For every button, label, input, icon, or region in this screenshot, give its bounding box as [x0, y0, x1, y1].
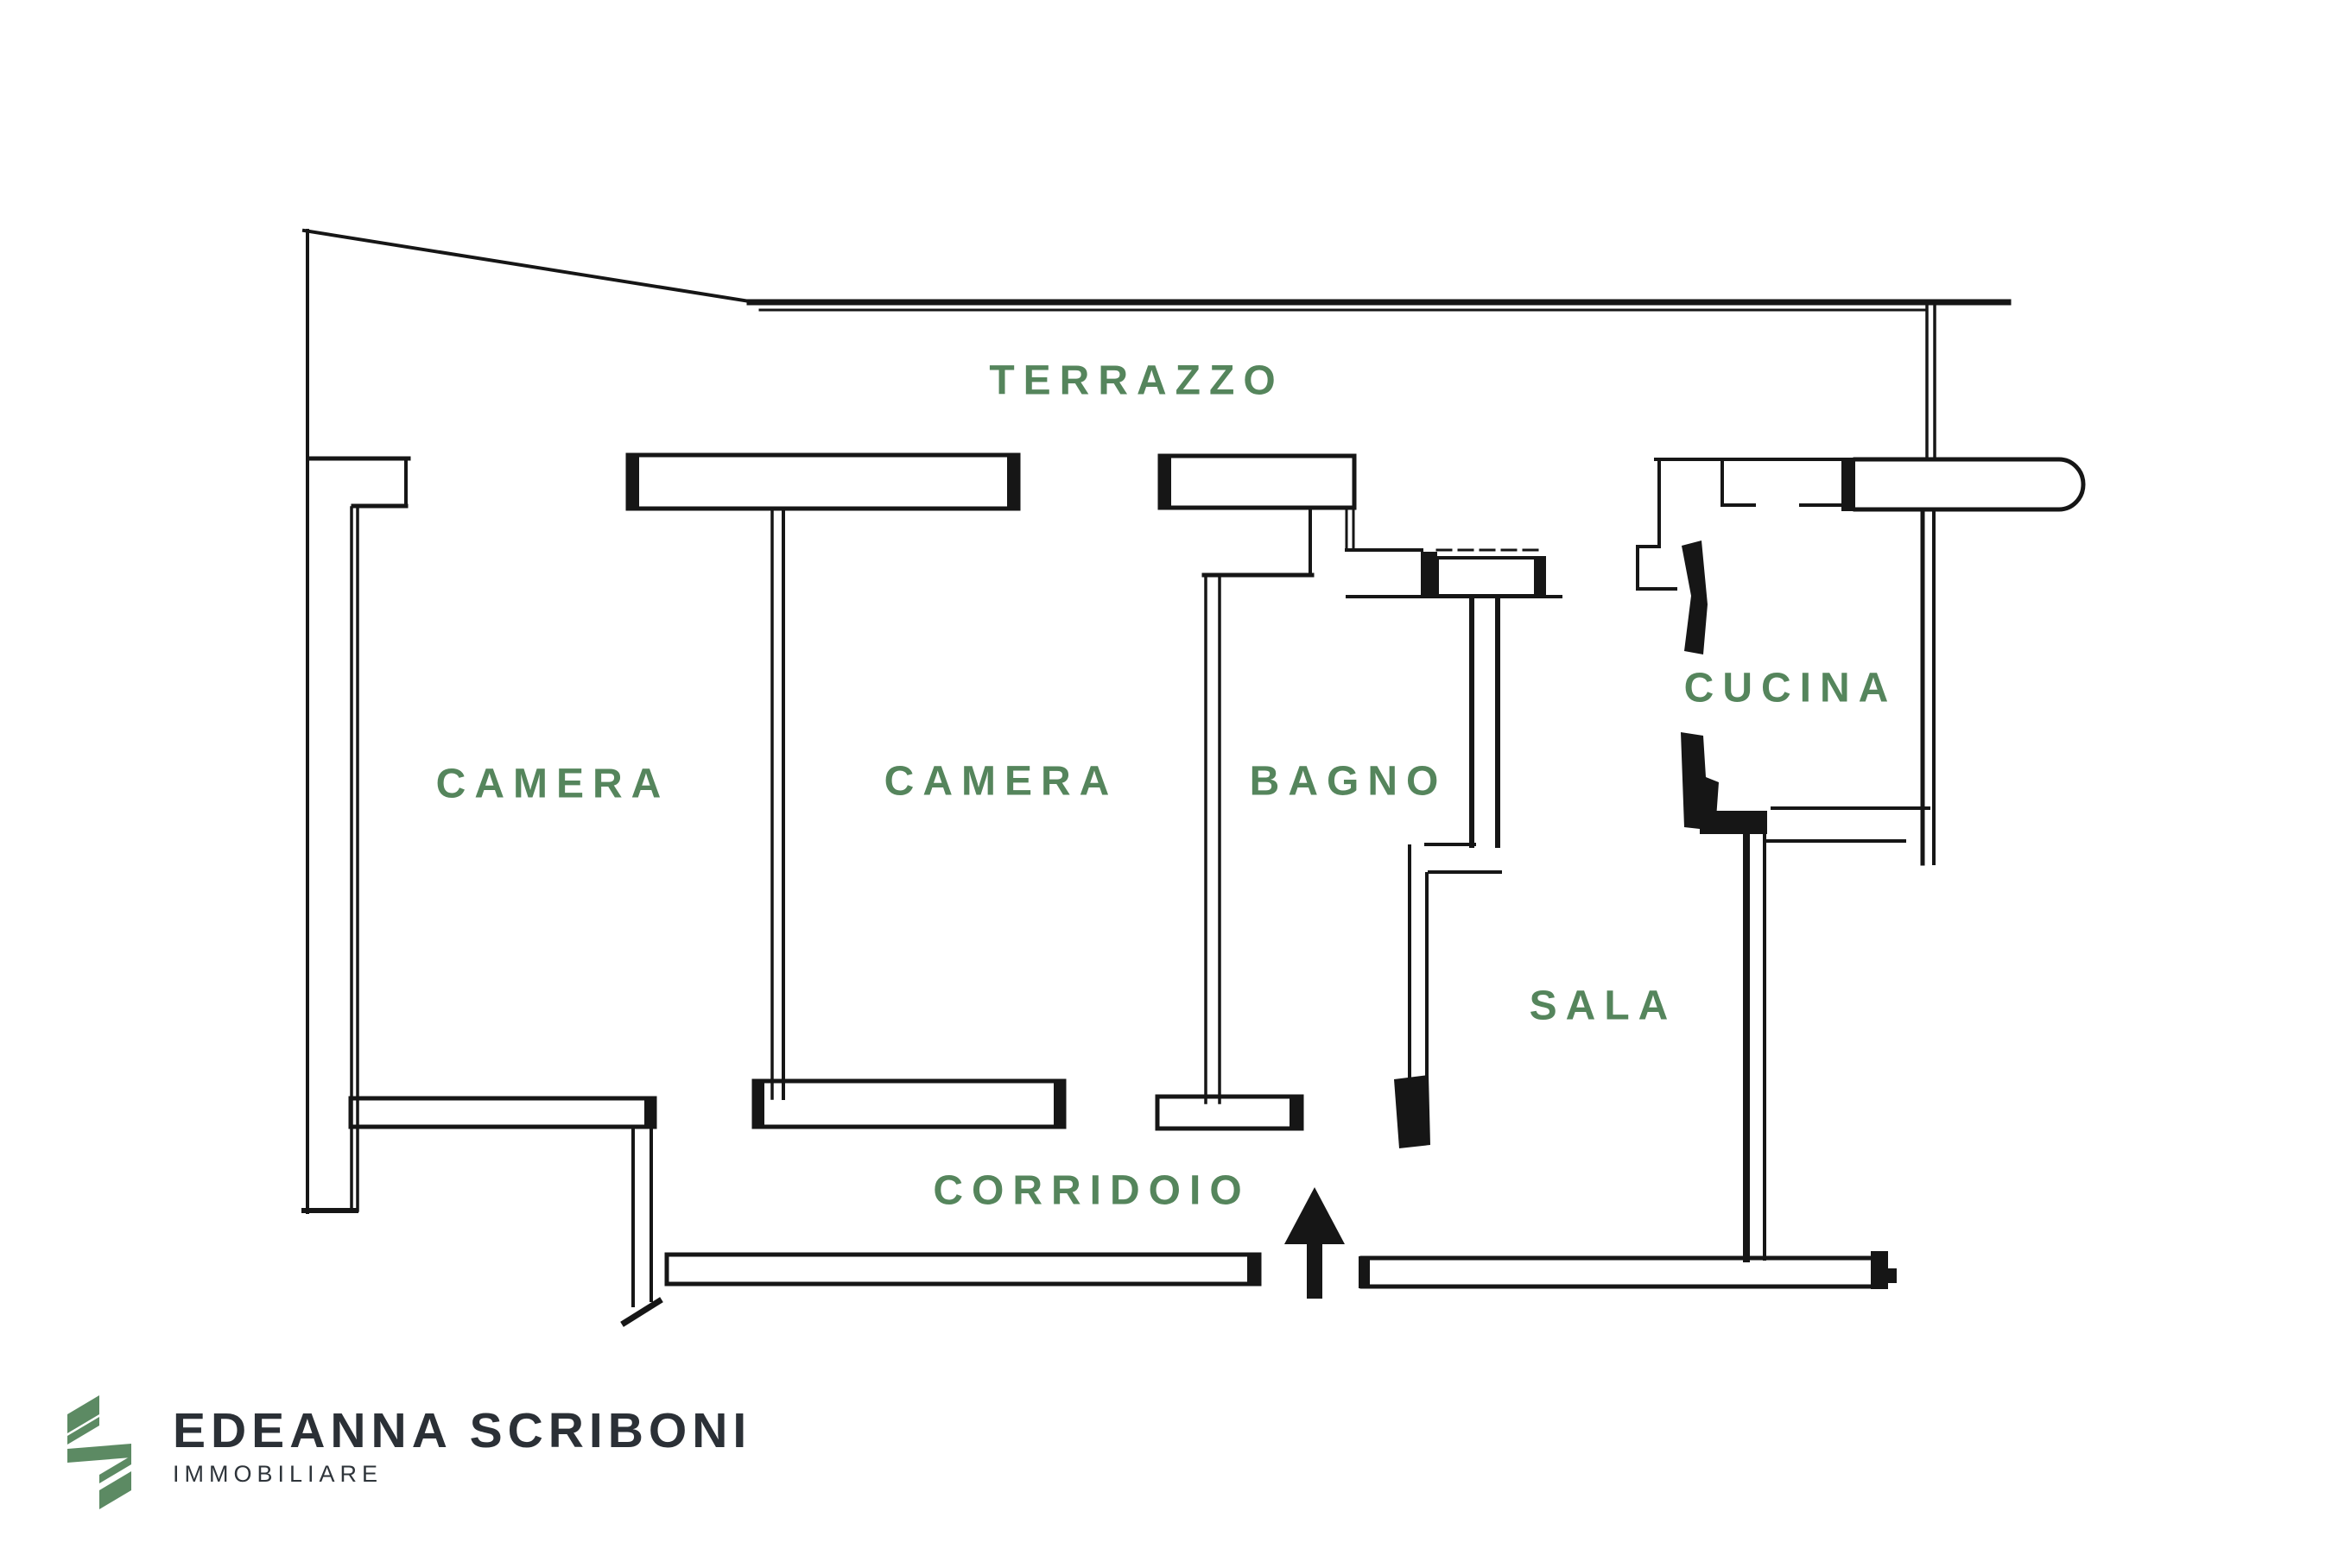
room-label-terrazzo: TERRAZZO [989, 358, 1283, 404]
wall-camera-divider-top-bar [625, 452, 1021, 511]
wall-corridor-bottom-bar [664, 1252, 1262, 1287]
wall-outer-diagonal [301, 228, 757, 305]
room-label-corridoio: CORRIDOIO [933, 1168, 1250, 1214]
wall-caps [628, 455, 1897, 1289]
logo-stripe-4 [99, 1456, 131, 1483]
cap-right-bar-nub [1888, 1268, 1897, 1283]
room-label-cucina: CUCINA [1684, 666, 1898, 711]
cap-bagno-stub-right [1290, 1095, 1302, 1129]
wall-bottom-right-bar [1359, 1255, 1887, 1289]
entrance-arrow-icon [1284, 1187, 1345, 1299]
cap-camera1-bar-right [644, 1097, 656, 1129]
entrance-arrow-head [1284, 1187, 1345, 1244]
logo-stripe-1 [67, 1395, 99, 1433]
wall-corridor-left-foot [620, 1297, 663, 1327]
logo-stripe-2 [67, 1417, 99, 1445]
cap-bagno-east-bottom [1394, 1075, 1430, 1148]
room-label-bagno: BAGNO [1250, 759, 1448, 805]
room-label-camera-2: CAMERA [884, 759, 1118, 805]
cap-corridor-bar-right [1247, 1253, 1259, 1286]
cap-divider-bar-left [628, 455, 639, 509]
cap-camera2-bar-right [1054, 1081, 1064, 1127]
cap-sala-corner-block [1700, 811, 1767, 834]
logo-stripe-5 [99, 1471, 131, 1509]
room-label-camera-1: CAMERA [436, 762, 670, 807]
cap-cucina-bar-left [1841, 458, 1855, 511]
entrance-arrow-stem [1307, 1244, 1322, 1299]
agency-subtitle: IMMOBILIARE [173, 1461, 383, 1487]
wall-bagno-bottom-stub [1155, 1094, 1304, 1131]
agency-name: EDEANNA SCRIBONI [173, 1403, 751, 1458]
wall-camera2-bottom-bar [751, 1078, 1067, 1129]
logo-stripe-3 [67, 1444, 131, 1463]
cap-bagno-door-jamb [1421, 552, 1437, 597]
cap-bagno-bar-left [1160, 456, 1171, 508]
wall-cucina-bar [1853, 457, 2086, 512]
wall-bagno-top-bar [1157, 453, 1357, 510]
door-swing-mark-lower [1681, 732, 1719, 831]
cap-camera2-bar-left [754, 1081, 764, 1127]
agency-logo-icon [67, 1395, 131, 1509]
cap-divider-bar-right [1007, 455, 1018, 509]
cap-bagno-box-right [1534, 558, 1544, 596]
cap-right-bar-right [1871, 1251, 1888, 1289]
wall-camera1-bottom-bar [348, 1096, 657, 1129]
room-label-sala: SALA [1530, 983, 1677, 1029]
door-swing-mark-upper [1682, 541, 1708, 654]
room-labels: TERRAZZO CAMERA CAMERA BAGNO CUCINA SALA… [436, 358, 1898, 1214]
agency-logo: EDEANNA SCRIBONI IMMOBILIARE [67, 1395, 751, 1509]
wall-cucina-west-foot [1636, 545, 1677, 591]
cap-right-bar-left [1359, 1256, 1370, 1288]
wall-bagno-north-box [1435, 556, 1546, 597]
